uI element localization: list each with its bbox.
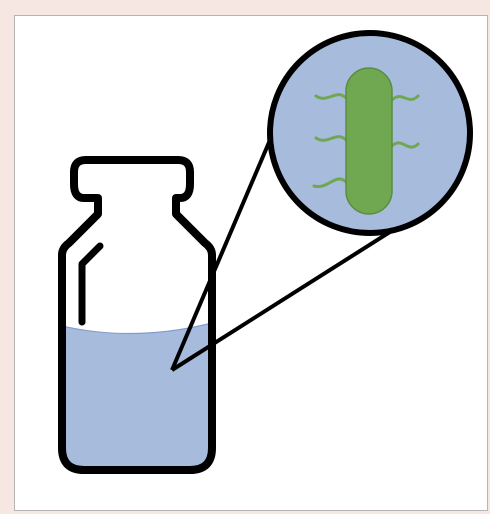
vial-liquid (40, 318, 230, 480)
vial-highlight (82, 246, 100, 322)
liquid-fill (40, 318, 230, 480)
bacterium-body (346, 68, 392, 214)
